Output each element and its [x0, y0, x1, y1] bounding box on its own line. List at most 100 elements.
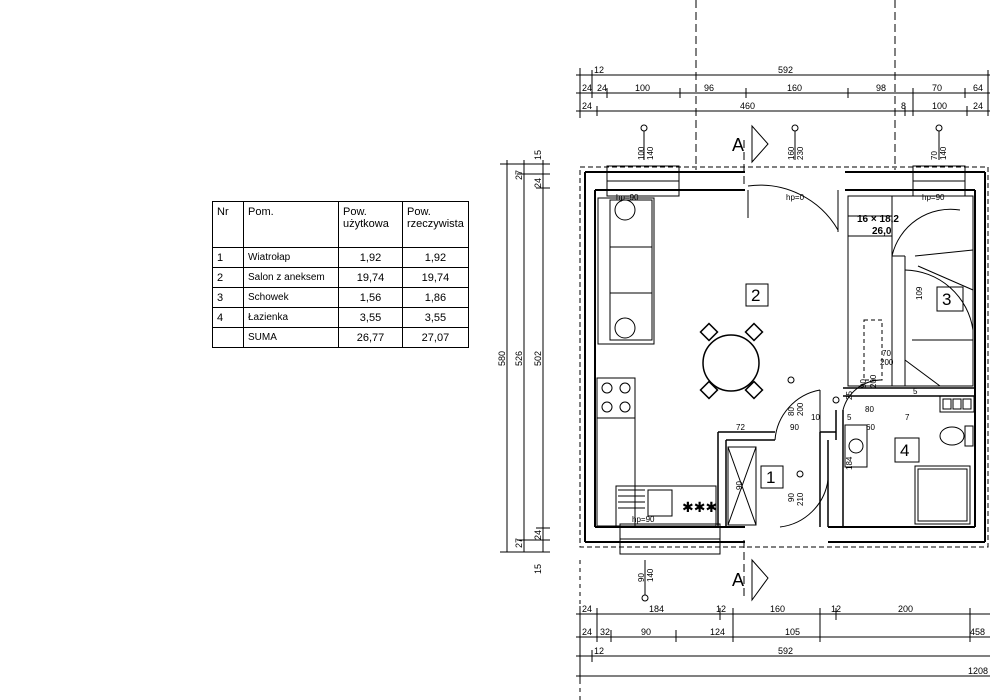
dim-label: 12 [594, 646, 604, 656]
room-number-2: 2 [751, 286, 760, 305]
stair-label: 16 × 18,2 [857, 214, 899, 225]
row-nr: 3 [212, 287, 244, 308]
dim-label: 24 [582, 83, 592, 93]
interior-walls [717, 387, 975, 527]
opening-label: 140 [646, 568, 655, 582]
row-usable: 26,77 [338, 327, 403, 348]
room-number-box [760, 465, 784, 489]
dim-label: 70 [932, 83, 942, 93]
svg-text:✱✱✱: ✱✱✱ [682, 499, 717, 515]
row-name: Łazienka [243, 307, 339, 328]
dim-label: 184 [649, 604, 664, 614]
room-number-box [894, 437, 920, 463]
opening-label: 70 [930, 151, 939, 160]
window-markers [640, 124, 943, 602]
dim-label: 27 [514, 170, 524, 180]
row-name: Wiatrołap [243, 247, 339, 268]
misc-label: 109 [915, 286, 924, 300]
dim-label: 24 [582, 627, 592, 637]
dim-label: 526 [514, 351, 524, 366]
row-name: Salon z aneksem [243, 267, 339, 288]
room-number-1: 1 [766, 468, 775, 487]
row-actual: 1,92 [402, 247, 469, 268]
opening-label: 140 [939, 146, 948, 160]
sill-label: hp=90 [922, 193, 945, 202]
dim-label: 160 [770, 604, 785, 614]
row-usable: 3,55 [338, 307, 403, 328]
opening-label: 230 [796, 146, 805, 160]
dim-label: 124 [710, 627, 725, 637]
misc-label: 184 [845, 456, 854, 470]
opening-label: 200 [796, 402, 805, 416]
dim-label: 24 [582, 101, 592, 111]
header-usable-area: Pow. użytkowa [338, 201, 403, 248]
row-nr: 1 [212, 247, 244, 268]
room-area-table: Nr Pom. Pow. użytkowa Pow. rzeczywista 1… [212, 201, 469, 348]
dim-label: 592 [778, 646, 793, 656]
dim-label: 15 [533, 564, 543, 574]
dim-label: 24 [582, 604, 592, 614]
dim-label: 24 [973, 101, 983, 111]
table-row: 1 Wiatrołap 1,92 1,92 [212, 247, 469, 268]
row-actual: 19,74 [402, 267, 469, 288]
dim-label: 96 [704, 83, 714, 93]
room-number-box [936, 286, 964, 312]
room-number-4: 4 [900, 441, 909, 460]
room-number-3: 3 [942, 290, 951, 309]
sill-label: hp=90 [632, 515, 655, 524]
misc-label: 90 [735, 481, 744, 490]
table-row: 4 Łazienka 3,55 3,55 [212, 307, 469, 328]
dim-label: 64 [973, 83, 983, 93]
dim-label: 100 [932, 101, 947, 111]
opening-label: 200 [880, 358, 894, 367]
dim-label: 12 [594, 65, 604, 75]
header-nr: Nr [212, 201, 244, 248]
bathroom-fixtures [844, 395, 975, 525]
opening-label: 90 [637, 573, 646, 582]
table-header-row: Nr Pom. Pow. użytkowa Pow. rzeczywista [212, 201, 469, 248]
opening-label: 90 [787, 493, 796, 502]
header-room: Pom. [243, 201, 339, 248]
row-usable: 1,56 [338, 287, 403, 308]
opening-label: 200 [869, 374, 878, 388]
row-name: SUMA [243, 327, 339, 348]
dim-label: 8 [901, 101, 906, 111]
section-marker-top [751, 124, 769, 164]
dining-table [699, 322, 764, 400]
section-marker-bottom [751, 558, 769, 602]
dim-label: 12 [831, 604, 841, 614]
row-actual: 1,86 [402, 287, 469, 308]
opening-label: 60 [866, 423, 875, 432]
misc-label: 5 [913, 387, 918, 396]
door-arcs [774, 379, 881, 528]
wardrobe [727, 446, 757, 526]
dim-label: 592 [778, 65, 793, 75]
dim-label: 24 [597, 83, 607, 93]
sofa [597, 197, 655, 345]
section-label-top: A [732, 135, 744, 155]
dim-label: 12 [716, 604, 726, 614]
dim-label: 105 [785, 627, 800, 637]
opening-label: 140 [646, 146, 655, 160]
dim-label: 458 [970, 627, 985, 637]
staircase [847, 195, 974, 387]
dim-label: 580 [497, 351, 507, 366]
dim-label: 27 [514, 538, 524, 548]
misc-label: 72 [736, 423, 745, 432]
row-usable: 19,74 [338, 267, 403, 288]
dim-label: 15 [533, 150, 543, 160]
row-nr: 2 [212, 267, 244, 288]
misc-label: 25 [845, 391, 854, 400]
header-actual-area: Pow. rzeczywista [402, 201, 469, 248]
dim-label: 98 [876, 83, 886, 93]
sill-label: hp=0 [786, 193, 805, 202]
sill-label: hp=90 [616, 193, 639, 202]
dim-label: 32 [600, 627, 610, 637]
dim-label: 24 [533, 530, 543, 540]
table-row-sum: SUMA 26,77 27,07 [212, 327, 469, 348]
windows [606, 165, 966, 555]
table-row: 2 Salon z aneksem 19,74 19,74 [212, 267, 469, 288]
row-usable: 1,92 [338, 247, 403, 268]
dim-label: 502 [533, 351, 543, 366]
